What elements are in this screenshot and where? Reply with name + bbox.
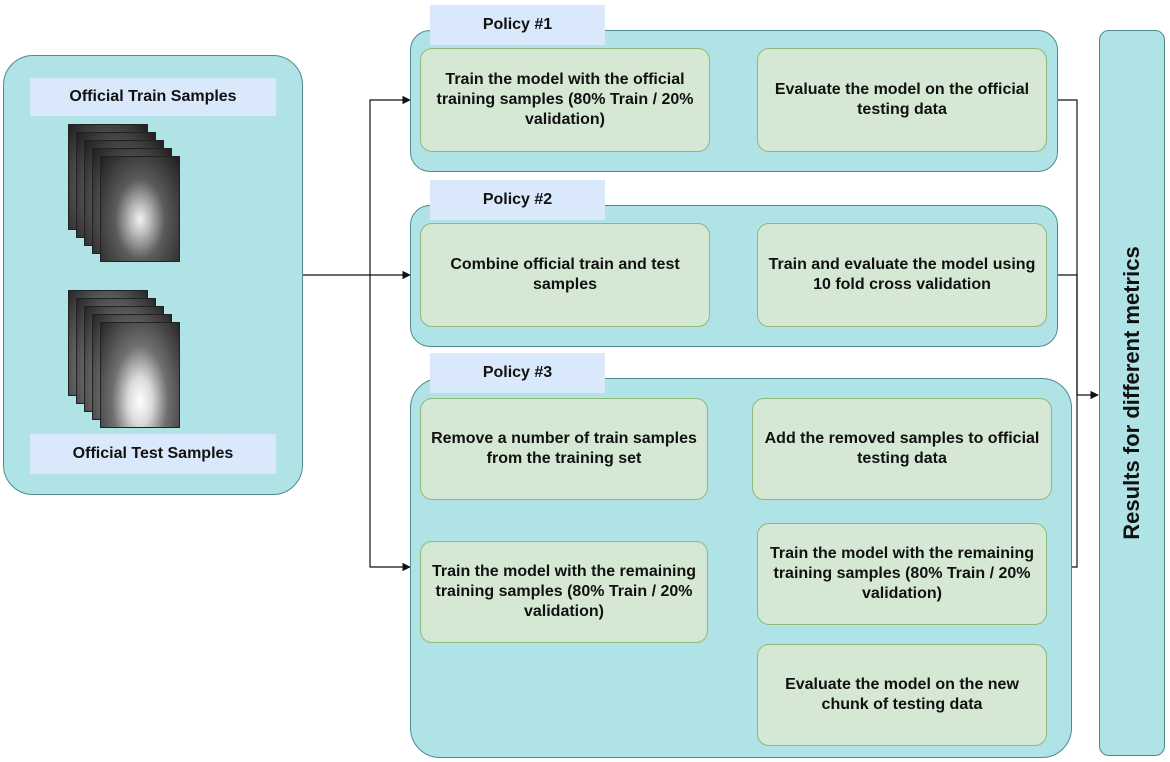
xray-image [100, 156, 180, 262]
policy-3-tag: Policy #3 [430, 353, 605, 393]
train-xray-stack [68, 124, 198, 264]
line-policy-1-to-results [1058, 99, 1078, 395]
policy-1-tag: Policy #1 [430, 5, 605, 45]
policy-3-step-evaluate-new-chunk: Evaluate the model on the new chunk of t… [757, 644, 1047, 746]
policy-2-tag: Policy #2 [430, 180, 605, 220]
test-samples-label: Official Test Samples [30, 434, 276, 474]
train-samples-label: Official Train Samples [30, 78, 276, 116]
line-policy-2-to-results [1058, 274, 1078, 395]
policy-1-step-train: Train the model with the official traini… [420, 48, 710, 152]
arrow-to-policy-3 [369, 275, 411, 572]
arrow-to-policy-1 [369, 95, 411, 275]
results-label: Results for different metrics [1119, 246, 1144, 540]
policy-1-step-evaluate: Evaluate the model on the official testi… [757, 48, 1047, 152]
policy-3-step-add-removed: Add the removed samples to official test… [752, 398, 1052, 500]
policy-2-step-cross-validation: Train and evaluate the model using 10 fo… [757, 223, 1047, 327]
test-xray-stack [68, 290, 198, 430]
policy-2-step-combine: Combine official train and test samples [420, 223, 710, 327]
policy-3-step-train-remaining-a: Train the model with the remaining train… [420, 541, 708, 643]
policy-3-step-train-remaining-b: Train the model with the remaining train… [757, 523, 1047, 625]
policy-3-step-remove: Remove a number of train samples from th… [420, 398, 708, 500]
xray-image [100, 322, 180, 428]
results-panel: Results for different metrics [1099, 30, 1165, 756]
